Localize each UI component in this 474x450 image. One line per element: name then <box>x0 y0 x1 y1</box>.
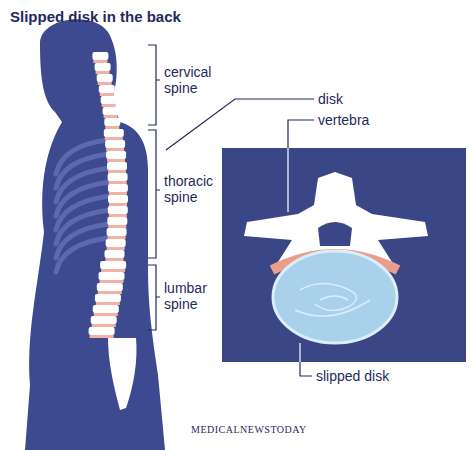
thoracic-bracket <box>148 130 160 258</box>
part-label: disk <box>318 91 343 107</box>
part-label: vertebra <box>318 112 369 128</box>
vertebra-block <box>97 283 123 291</box>
spine-disk <box>90 335 114 338</box>
spine-disk <box>100 280 124 283</box>
vertebra-block <box>107 162 127 170</box>
watermark: MEDICALNEWSTODAY <box>191 424 307 436</box>
vertebra-arch <box>244 172 428 262</box>
spine-disk <box>93 60 107 63</box>
vertebra-block <box>104 118 120 126</box>
slipped-disk-leader <box>300 362 312 376</box>
vertebra-block <box>95 63 111 71</box>
spine-disk <box>109 214 127 217</box>
spine-disk <box>102 104 116 107</box>
vertebra-block <box>95 294 121 302</box>
spine-disk <box>104 115 118 118</box>
vertebra-leader-inset <box>287 148 288 212</box>
part-label: slipped disk <box>316 368 389 384</box>
vertebra-block <box>99 272 125 280</box>
spine-disk <box>94 313 118 316</box>
region-label: thoracic spine <box>164 173 230 205</box>
rib <box>56 238 108 272</box>
spine-disk <box>98 82 112 85</box>
vertebra-block <box>101 96 117 104</box>
vertebra-block <box>108 195 128 203</box>
vertebra-block <box>99 85 115 93</box>
spine-disk <box>105 137 123 140</box>
vertebra-block <box>105 140 125 148</box>
spinal-canal <box>318 222 352 246</box>
body-silhouette <box>25 19 165 450</box>
cervical-bracket <box>148 45 160 125</box>
vertebra-block <box>91 316 117 324</box>
spine-disk <box>108 236 126 239</box>
vertebra-block <box>106 151 126 159</box>
vertebra-leader <box>288 120 314 148</box>
vertebra-block <box>105 250 125 258</box>
vertebra-block <box>97 74 113 82</box>
spine-disk <box>109 203 127 206</box>
vertebra-block <box>107 217 127 225</box>
vertebra-block <box>103 107 119 115</box>
spine-disk <box>100 93 114 96</box>
spine-disk <box>98 291 122 294</box>
lumbar-bracket <box>148 265 160 330</box>
spine-disk <box>109 181 127 184</box>
spine-disk <box>101 269 125 272</box>
spine-disk <box>92 324 116 327</box>
spine-disk <box>107 247 125 250</box>
spine-disk <box>106 148 124 151</box>
spine-disk <box>107 159 125 162</box>
spine-disk <box>96 302 120 305</box>
spine-column <box>89 52 128 338</box>
spine-disk <box>96 71 110 74</box>
disk-swirl <box>295 283 370 316</box>
spine-disk <box>105 126 119 129</box>
disk-leader <box>166 99 314 150</box>
spine-disk <box>108 170 126 173</box>
vertebra-block <box>108 184 128 192</box>
spine-disk <box>106 258 124 261</box>
spine-disk <box>108 225 126 228</box>
vertebra-block <box>89 327 115 335</box>
vertebra-block <box>106 239 126 247</box>
vertebra-block <box>104 129 124 137</box>
rib-group <box>56 140 110 272</box>
slipped-disk-body <box>273 251 397 343</box>
region-label: cervical spine <box>164 64 230 96</box>
inset-panel <box>222 148 466 362</box>
vertebra-block <box>108 206 128 214</box>
slipped-disk-leader-inset <box>299 343 300 362</box>
spine-disk <box>109 192 127 195</box>
vertebra-block <box>108 173 128 181</box>
vertebra-block <box>93 305 119 313</box>
sacrum <box>108 338 137 410</box>
vertebra-block <box>107 228 127 236</box>
vertebra-block <box>92 52 108 60</box>
diagram-title: Slipped disk in the back <box>10 8 181 25</box>
region-label: lumbar spine <box>164 280 230 312</box>
vertebra-block <box>100 261 126 269</box>
